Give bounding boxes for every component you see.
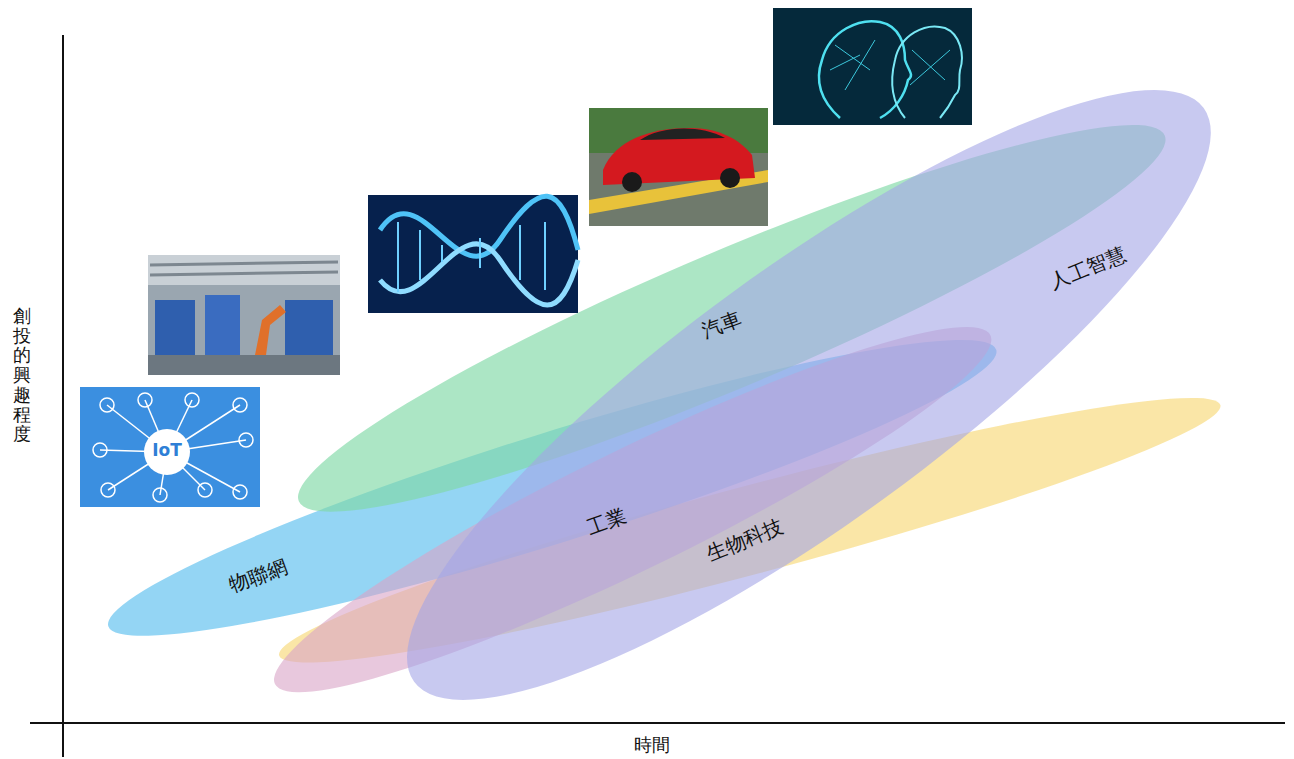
dna-picture [368, 195, 578, 313]
icon-text: IoT [147, 440, 187, 460]
y-axis-title: 創投的興趣程度 [13, 306, 31, 445]
iot-picture [80, 387, 260, 507]
factory-picture [148, 255, 340, 375]
ellipse-shape [407, 90, 1211, 700]
ai-head-picture [773, 8, 972, 125]
car-picture [589, 108, 768, 226]
interest-ellipse: 人工智慧 [407, 90, 1211, 700]
y-axis [62, 35, 64, 757]
x-axis-title: 時間 [634, 733, 670, 757]
x-axis [30, 722, 1285, 724]
